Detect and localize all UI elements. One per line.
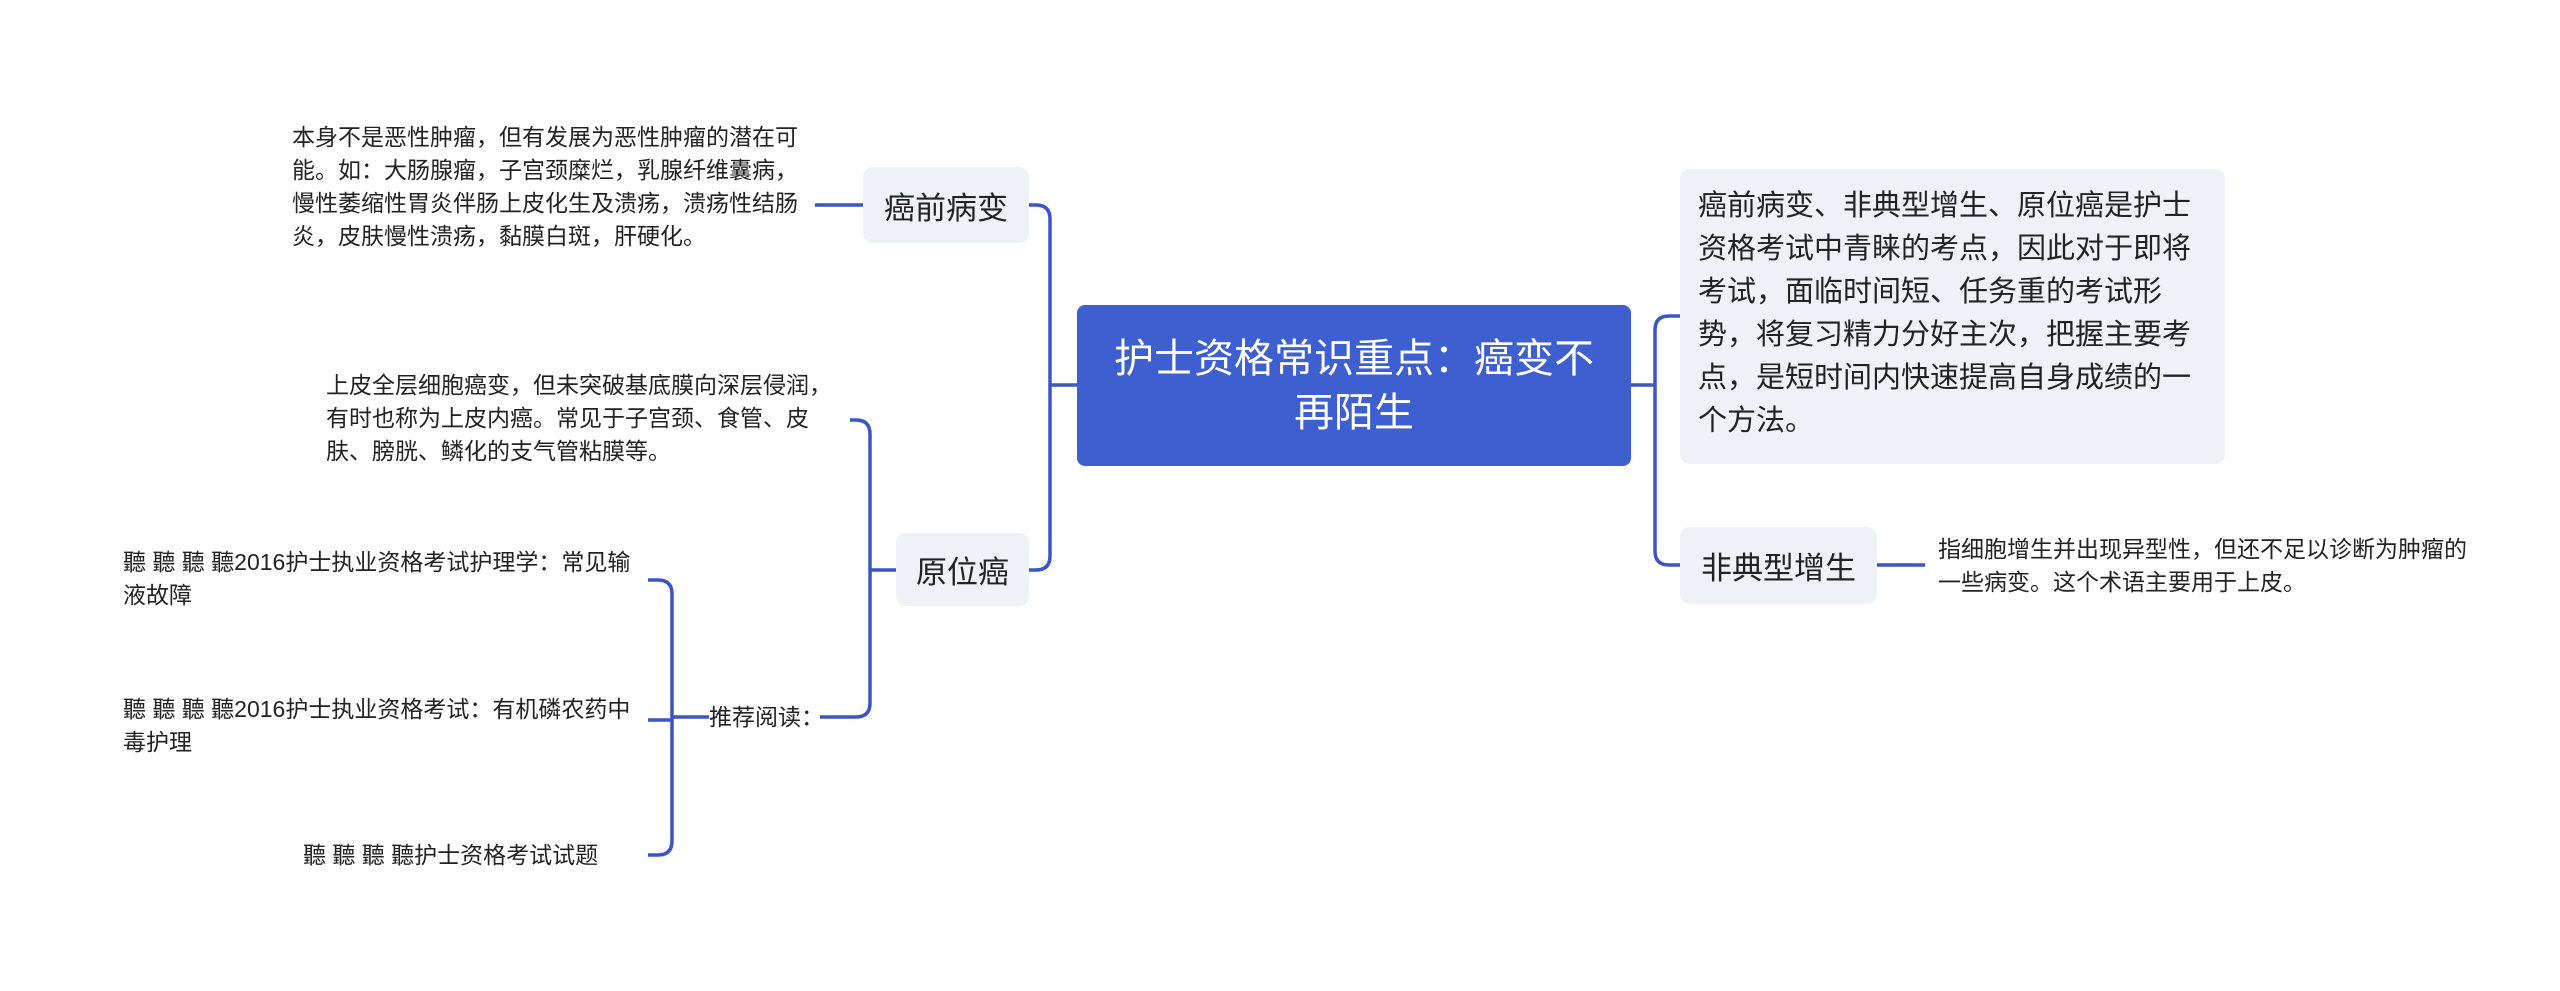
node-precancer[interactable]: 癌前病变 [863,167,1029,243]
reading-link-1[interactable]: 聽 聽 聽 聽2016护士执业资格考试护理学：常见输液故障 [123,549,631,608]
node-precancer-label: 癌前病变 [884,190,1008,226]
summary-box[interactable]: 癌前病变、非典型增生、原位癌是护士资格考试中青睐的考点，因此对于即将考试，面临时… [1680,169,2225,464]
node-insitu-label: 原位癌 [916,555,1009,590]
insitu-note: 上皮全层细胞癌变，但未突破基底膜向深层侵润，有时也称为上皮内癌。常见于子宫颈、食… [326,372,832,464]
atypical-note: 指细胞增生并出现异型性，但还不足以诊断为肿瘤的一些病变。这个术语主要用于上皮。 [1938,536,2467,595]
summary-text: 癌前病变、非典型增生、原位癌是护士资格考试中青睐的考点，因此对于即将考试，面临时… [1698,190,2192,437]
node-atypical-hyperplasia[interactable]: 非典型增生 [1680,527,1877,604]
reading-link-3[interactable]: 聽 聽 聽 聽护士资格考试试题 [303,842,599,868]
central-topic[interactable]: 护士资格常识重点：癌变不再陌生 [1077,305,1631,466]
recommended-reading-label: 推荐阅读： [709,704,824,730]
node-atypical-label: 非典型增生 [1701,551,1856,586]
node-insitu[interactable]: 原位癌 [896,533,1029,606]
reading-link-2[interactable]: 聽 聽 聽 聽2016护士执业资格考试：有机磷农药中毒护理 [123,696,631,755]
central-topic-text: 护士资格常识重点：癌变不再陌生 [1114,336,1594,435]
precancer-note: 本身不是恶性肿瘤，但有发展为恶性肿瘤的潜在可能。如：大肠腺瘤，子宫颈糜烂，乳腺纤… [292,124,798,249]
